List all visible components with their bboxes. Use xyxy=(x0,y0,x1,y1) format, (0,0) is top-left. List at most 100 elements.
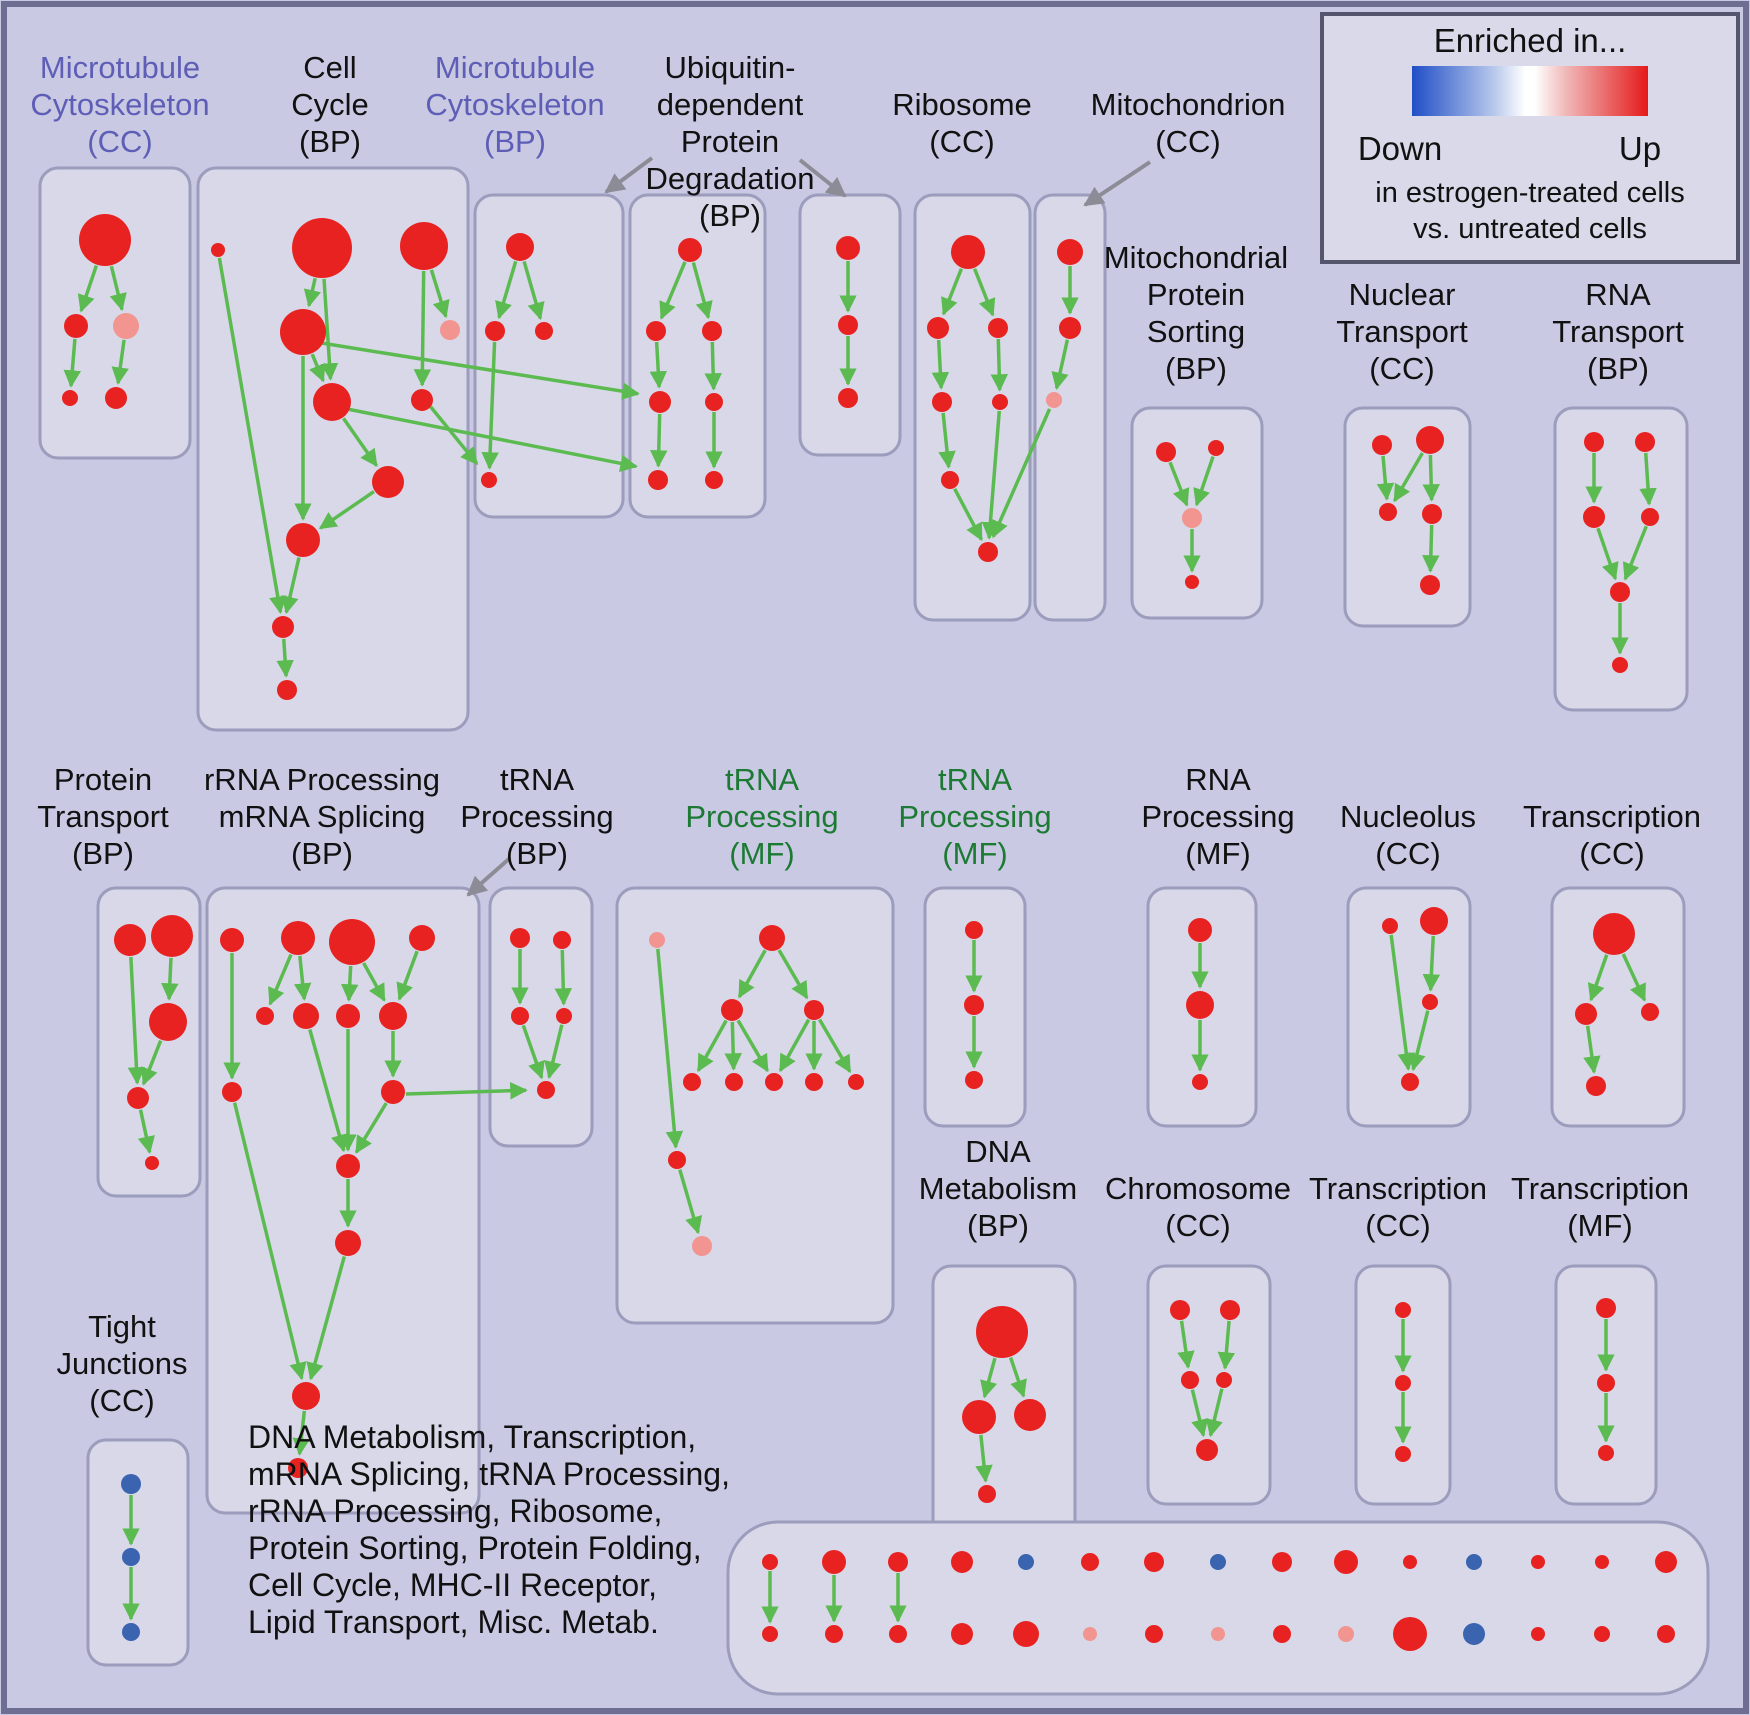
go-term-node xyxy=(1401,1073,1419,1091)
cluster-label-microtubule-cytoskeleton-cc: Cytoskeleton xyxy=(30,87,209,122)
relation-arrow xyxy=(1583,1025,1601,1074)
go-term-node xyxy=(1145,1625,1163,1643)
go-term-node xyxy=(1046,392,1062,408)
go-term-node xyxy=(313,383,351,421)
relation-arrow xyxy=(293,955,312,1001)
go-term-node xyxy=(1083,1627,1097,1641)
go-term-node xyxy=(113,313,139,339)
relation-arrow xyxy=(975,1434,993,1483)
cluster-label-trna-processing-mf-2: Processing xyxy=(898,799,1051,834)
go-term-node xyxy=(1466,1554,1482,1570)
go-term-node xyxy=(1188,918,1212,942)
go-term-node xyxy=(1181,1371,1199,1389)
go-term-node xyxy=(556,1008,572,1024)
cluster-label-ubiquitin-degradation-bp: Ubiquitin- xyxy=(665,50,796,85)
cluster-label-microtubule-cytoskeleton-cc: Microtubule xyxy=(40,50,200,85)
cluster-boxes-layer xyxy=(38,166,1710,1696)
relation-arrow xyxy=(342,417,378,468)
go-term-node xyxy=(678,238,702,262)
relation-arrow xyxy=(980,1357,998,1399)
go-term-node xyxy=(1657,1625,1675,1643)
go-term-node xyxy=(825,1625,843,1643)
go-term-node xyxy=(336,1004,360,1028)
relation-arrow xyxy=(981,410,1002,540)
go-term-node xyxy=(962,1400,996,1434)
edges-layer xyxy=(63,156,1657,1624)
relation-arrow xyxy=(161,957,179,1001)
cluster-label-trna-processing-mf-1: (MF) xyxy=(729,836,794,871)
cluster-label-microtubule-cytoskeleton-bp: Microtubule xyxy=(435,50,595,85)
cluster-label-nuclear-transport-cc: (CC) xyxy=(1369,351,1434,386)
cluster-box-misc-clusters xyxy=(726,1520,1710,1696)
cluster-box-microtubule-cytoskeleton-cc xyxy=(38,166,192,460)
go-term-node xyxy=(1531,1627,1545,1641)
go-term-node xyxy=(1059,317,1081,339)
go-term-node xyxy=(1170,1300,1190,1320)
go-term-node xyxy=(683,1073,701,1091)
cluster-label-ubiquitin-degradation-bp: dependent xyxy=(657,87,804,122)
go-term-node xyxy=(888,1552,908,1572)
cluster-label-rrna-processing-mrna-splicing-bp: rRNA Processing xyxy=(204,762,440,797)
cluster-label-ribosome-cc: Ribosome xyxy=(892,87,1032,122)
go-term-node xyxy=(1208,440,1224,456)
go-term-node xyxy=(965,921,983,939)
go-term-node xyxy=(145,1156,159,1170)
relation-arrow xyxy=(1389,934,1416,1071)
go-term-node xyxy=(292,218,352,278)
cluster-box-nucleolus-cc xyxy=(1346,886,1472,1128)
cluster-label-trna-processing-mf-2: (MF) xyxy=(942,836,1007,871)
go-term-node xyxy=(1014,1399,1046,1431)
go-term-node xyxy=(1372,435,1392,455)
relation-arrow xyxy=(777,949,809,1000)
misc-clusters-text: Protein Sorting, Protein Folding, xyxy=(248,1530,702,1566)
go-term-node xyxy=(149,1003,187,1041)
relation-arrow xyxy=(303,277,321,308)
go-term-node xyxy=(1144,1552,1164,1572)
go-term-node xyxy=(1182,508,1202,528)
go-term-node xyxy=(506,233,534,261)
cluster-label-mitochondrion-cc: (CC) xyxy=(1155,124,1220,159)
relation-arrow xyxy=(292,1410,310,1456)
relation-arrow xyxy=(309,353,326,383)
go-term-node xyxy=(372,466,404,498)
go-term-node xyxy=(553,931,571,949)
relation-arrow xyxy=(659,261,687,320)
relation-arrow xyxy=(1639,452,1657,506)
relation-arrow xyxy=(1008,1357,1027,1398)
go-term-node xyxy=(951,235,985,269)
cluster-label-tight-junctions-cc: Junctions xyxy=(57,1346,188,1381)
relation-arrow xyxy=(396,950,419,1001)
cluster-label-nuclear-transport-cc: Transport xyxy=(1336,314,1468,349)
relation-arrow xyxy=(990,338,1008,392)
go-term-node xyxy=(848,1074,864,1090)
go-term-node xyxy=(1185,575,1199,589)
cluster-label-nucleolus-cc: Nucleolus xyxy=(1340,799,1476,834)
relation-arrow xyxy=(724,1021,742,1071)
go-term-node xyxy=(889,1625,907,1643)
go-term-node xyxy=(838,315,858,335)
misc-clusters-text: mRNA Splicing, tRNA Processing, xyxy=(248,1456,730,1492)
go-term-node xyxy=(1594,1626,1610,1642)
cluster-label-transcription-mf: (MF) xyxy=(1567,1208,1632,1243)
cluster-label-protein-transport-bp: (BP) xyxy=(72,836,134,871)
go-term-node xyxy=(481,472,497,488)
go-term-node xyxy=(992,394,1008,410)
cluster-label-transcription-cc-1: (CC) xyxy=(1579,836,1644,871)
go-term-node xyxy=(978,1485,996,1503)
cluster-label-chromosome-cc: Chromosome xyxy=(1105,1171,1291,1206)
legend-subtitle-line2: vs. untreated cells xyxy=(1413,213,1647,245)
relation-arrow xyxy=(778,1018,811,1073)
go-term-node xyxy=(1610,582,1630,602)
relation-arrow xyxy=(332,404,638,472)
relation-arrow xyxy=(495,260,518,320)
go-term-node xyxy=(1211,1627,1225,1641)
go-term-node xyxy=(692,1236,712,1256)
relation-arrow xyxy=(818,1018,852,1074)
go-term-node xyxy=(286,523,320,557)
relation-arrow xyxy=(481,341,499,470)
cluster-label-cell-cycle-bp: Cycle xyxy=(291,87,369,122)
cluster-label-rna-transport-bp: Transport xyxy=(1552,314,1684,349)
go-term-node xyxy=(127,1087,149,1109)
